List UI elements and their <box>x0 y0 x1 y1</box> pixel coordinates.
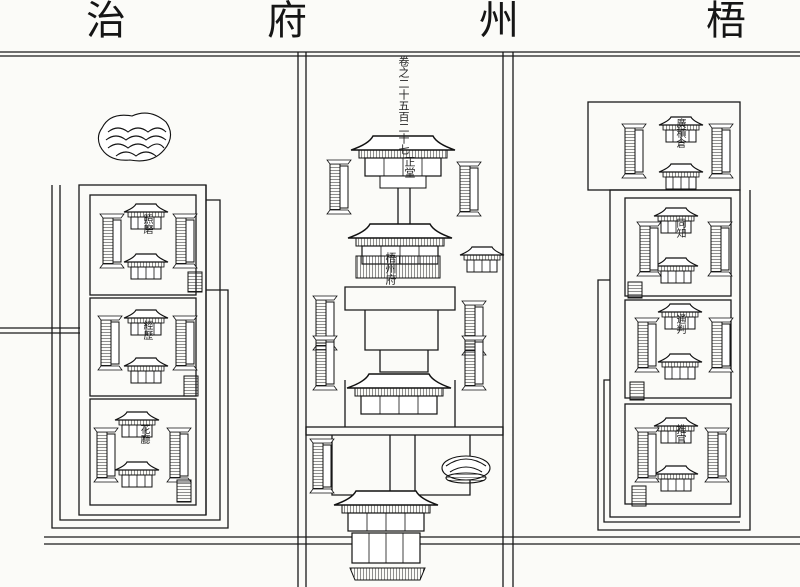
title-char-1: 梧 <box>706 0 746 44</box>
mound-motif <box>441 455 491 484</box>
label-central-hall: 正堂 <box>403 156 416 178</box>
label-right-2: 同知 <box>674 218 685 238</box>
label-left-2: 經歷 <box>141 320 152 340</box>
volume-note: 卷之二十五百二十七 <box>397 56 410 155</box>
title-char-4: 治 <box>86 0 126 44</box>
label-prefecture-office: 梧州府 <box>384 252 397 285</box>
label-right-4: 推官 <box>674 424 685 444</box>
label-right-3: 通判 <box>674 314 685 334</box>
title-char-2: 州 <box>479 0 519 44</box>
label-right-1: 廣積倉 <box>674 118 685 148</box>
label-left-1: 照磨 <box>141 214 152 234</box>
label-left-3: 花廳 <box>138 424 149 444</box>
title-char-3: 府 <box>267 0 307 44</box>
rockery-motif <box>97 112 172 162</box>
